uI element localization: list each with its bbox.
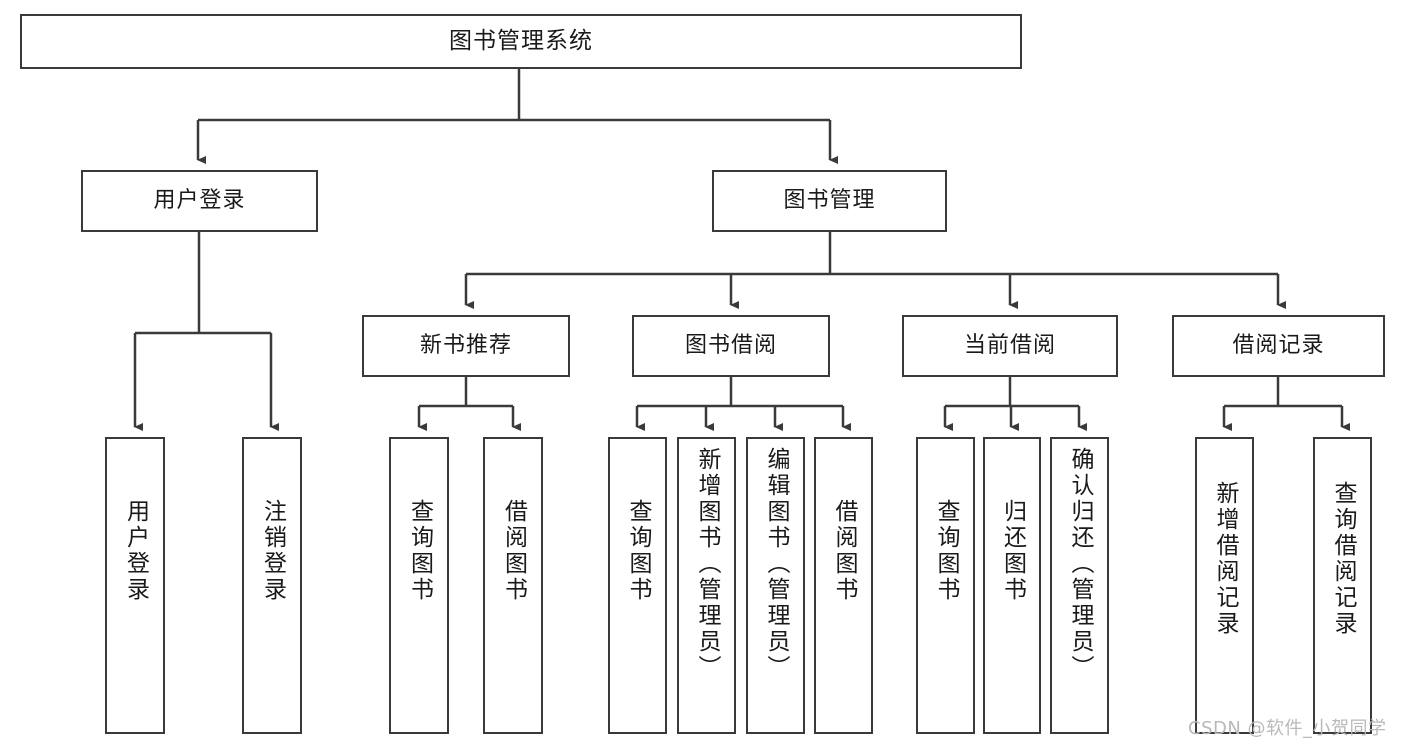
node-leaf-query-borrow-record[interactable]: 查询借阅记录 bbox=[1313, 437, 1372, 734]
node-new-book-recommend[interactable]: 新书推荐 bbox=[362, 315, 570, 377]
node-leaf-borrow-book-tjy[interactable]: 借阅图书 bbox=[814, 437, 873, 734]
node-root-library-system[interactable]: 图书管理系统 bbox=[20, 14, 1022, 69]
node-label: 当前借阅 bbox=[963, 333, 1056, 359]
node-label: 编辑图书（管理员） bbox=[763, 447, 789, 681]
node-leaf-confirm-return-admin[interactable]: 确认归还（管理员） bbox=[1050, 437, 1109, 734]
node-leaf-add-borrow-record[interactable]: 新增借阅记录 bbox=[1195, 437, 1254, 734]
node-label: 借阅图书 bbox=[831, 499, 857, 603]
node-label: 注销登录 bbox=[259, 499, 286, 603]
node-label: 新增图书（管理员） bbox=[694, 447, 720, 681]
node-leaf-user-login[interactable]: 用户登录 bbox=[105, 437, 165, 734]
node-leaf-borrow-book-nbr[interactable]: 借阅图书 bbox=[483, 437, 543, 734]
node-user-login[interactable]: 用户登录 bbox=[81, 170, 318, 232]
node-label: 图书管理 bbox=[783, 188, 876, 214]
node-leaf-query-book-nbr[interactable]: 查询图书 bbox=[389, 437, 449, 734]
node-book-borrow[interactable]: 图书借阅 bbox=[632, 315, 830, 377]
node-leaf-logout[interactable]: 注销登录 bbox=[242, 437, 302, 734]
node-label: 查询图书 bbox=[406, 499, 433, 603]
node-label: 归还图书 bbox=[999, 499, 1026, 603]
csdn-watermark: CSDN @软件_小贺同学 bbox=[1188, 718, 1387, 739]
node-label: 用户登录 bbox=[122, 499, 149, 603]
node-current-borrow[interactable]: 当前借阅 bbox=[902, 315, 1118, 377]
node-leaf-edit-book-admin[interactable]: 编辑图书（管理员） bbox=[746, 437, 805, 734]
node-label: 确认归还（管理员） bbox=[1067, 447, 1093, 681]
node-label: 查询图书 bbox=[625, 499, 651, 603]
node-leaf-query-book-tjy[interactable]: 查询图书 bbox=[608, 437, 667, 734]
node-label: 用户登录 bbox=[153, 188, 246, 214]
node-leaf-return-book[interactable]: 归还图书 bbox=[983, 437, 1041, 734]
node-borrow-record[interactable]: 借阅记录 bbox=[1172, 315, 1385, 377]
node-leaf-add-book-admin[interactable]: 新增图书（管理员） bbox=[677, 437, 736, 734]
node-label: 图书管理系统 bbox=[449, 27, 593, 54]
node-label: 借阅图书 bbox=[500, 499, 527, 603]
node-label: 图书借阅 bbox=[684, 333, 777, 359]
node-label: 借阅记录 bbox=[1232, 333, 1325, 359]
node-leaf-query-book-dqjy[interactable]: 查询图书 bbox=[916, 437, 975, 734]
node-label: 新增借阅记录 bbox=[1212, 481, 1238, 637]
node-book-management[interactable]: 图书管理 bbox=[712, 170, 947, 232]
node-label: 新书推荐 bbox=[419, 333, 512, 359]
node-label: 查询借阅记录 bbox=[1330, 481, 1356, 637]
node-label: 查询图书 bbox=[933, 499, 959, 603]
